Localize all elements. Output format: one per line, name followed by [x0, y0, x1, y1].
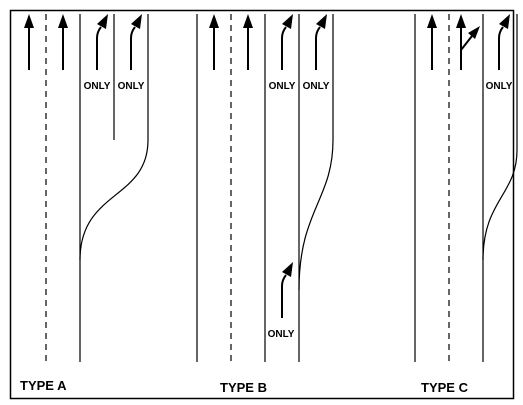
type-b-panel: ONLY ONLY ONLY: [196, 14, 334, 362]
type-c-label: TYPE C: [421, 380, 469, 395]
type-b-taper-line: [298, 14, 334, 291]
type-b-only-marking: ONLY: [303, 81, 330, 92]
type-b-left-turn-arrow: [281, 14, 293, 70]
type-a-left-turn-arrow: [130, 14, 142, 70]
type-c-panel: ONLY: [414, 14, 518, 362]
type-a-panel: ONLY ONLY: [24, 14, 149, 362]
type-b-only-marking: ONLY: [269, 81, 296, 92]
type-b-through-arrow: [209, 14, 219, 70]
type-b-label: TYPE B: [220, 380, 267, 395]
type-c-only-marking: ONLY: [486, 81, 513, 92]
type-a-taper-line: [79, 14, 149, 261]
type-a-through-arrow: [58, 14, 68, 70]
type-a-only-marking: ONLY: [84, 81, 111, 92]
type-a-left-turn-arrow: [96, 14, 108, 70]
diagram-frame: [9, 9, 515, 400]
type-b-left-turn-arrow: [315, 14, 327, 70]
type-c-through-arrow: [427, 14, 437, 70]
type-a-label: TYPE A: [20, 378, 67, 393]
type-a-through-arrow: [24, 14, 34, 70]
type-c-shared-through-left-arrow: [456, 14, 480, 70]
type-b-lower-only-marking: ONLY: [268, 329, 295, 340]
type-a-only-marking: ONLY: [118, 81, 145, 92]
type-c-taper-line: [482, 14, 518, 261]
type-b-through-arrow: [243, 14, 253, 70]
type-b-lower-left-turn-arrow: [281, 262, 293, 318]
type-c-left-turn-arrow: [498, 14, 510, 70]
